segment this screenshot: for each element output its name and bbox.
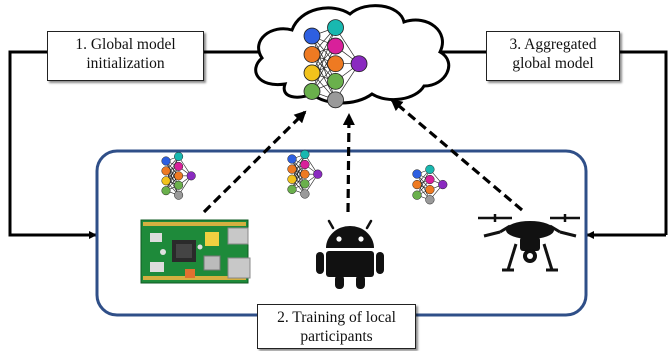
network-node <box>313 169 323 179</box>
network-node <box>425 185 435 195</box>
network-node <box>300 189 310 199</box>
network-edge <box>165 156 179 191</box>
network-node <box>174 190 184 200</box>
global-model-network <box>303 19 368 109</box>
train-label-line2: participants <box>300 328 373 345</box>
network-node <box>327 55 344 73</box>
network-node <box>174 161 184 171</box>
drone-icon <box>478 214 580 272</box>
network-node <box>300 179 310 189</box>
network-node <box>412 190 422 200</box>
network-node <box>300 169 310 179</box>
upload-arrow-android <box>342 113 355 213</box>
aggregate-label-line2: global model <box>512 55 594 72</box>
network-node <box>412 169 422 179</box>
network-node <box>303 46 321 63</box>
network-node <box>327 37 344 55</box>
network-node <box>287 164 297 174</box>
network-node <box>287 154 297 164</box>
network-edge <box>416 169 431 196</box>
network-node <box>161 186 171 196</box>
network-node <box>161 166 171 176</box>
network-node <box>327 19 344 37</box>
network-node <box>303 27 321 45</box>
upload-arrow-board <box>202 110 307 214</box>
network-node <box>174 151 184 162</box>
raspberry-pi-board-icon <box>140 219 251 284</box>
network-node <box>174 171 184 181</box>
network-edge <box>311 27 336 92</box>
training-local-participants-label: 2. Training of local participants <box>257 304 416 349</box>
network-edge <box>165 166 179 191</box>
network-node <box>327 72 344 90</box>
network-node <box>438 179 448 190</box>
cloud-icon <box>254 4 451 105</box>
network-node <box>287 184 297 194</box>
network-node <box>174 180 184 190</box>
network-node <box>425 174 435 185</box>
network-node <box>303 64 321 82</box>
train-label-line1: 2. Training of local <box>277 309 396 326</box>
init-label-line1: 1. Global model <box>75 36 176 53</box>
network-edge <box>291 154 306 190</box>
network-node <box>287 174 297 184</box>
network-node <box>161 176 171 186</box>
network-node <box>425 195 435 205</box>
network-edge <box>291 164 306 190</box>
upload-arrow-drone <box>390 98 524 212</box>
network-node <box>303 83 321 100</box>
network-edge <box>311 27 336 74</box>
network-node <box>300 159 310 170</box>
network-edge <box>165 156 179 181</box>
aggregate-label-line1: 3. Aggregated <box>509 36 597 53</box>
local-model-network <box>161 151 196 200</box>
network-node <box>350 55 368 73</box>
network-node <box>327 91 344 109</box>
network-node <box>412 179 422 190</box>
network-node <box>186 171 196 181</box>
network-edge <box>311 45 336 92</box>
local-model-network <box>287 149 323 199</box>
network-node <box>300 149 310 160</box>
init-label-line2: initialization <box>86 55 165 72</box>
aggregated-global-model-label: 3. Aggregated global model <box>486 31 620 81</box>
network-node <box>425 164 435 175</box>
network-edge <box>291 154 306 180</box>
network-node <box>161 156 171 166</box>
global-model-initialization-label: 1. Global model initialization <box>47 31 204 81</box>
local-model-network <box>412 164 448 205</box>
android-robot-icon <box>316 219 384 289</box>
